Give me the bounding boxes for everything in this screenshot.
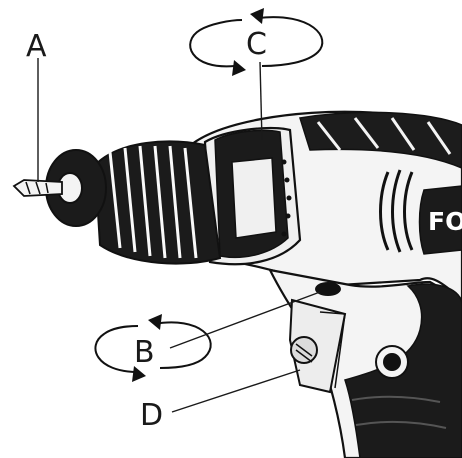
brand-badge: FO <box>418 185 462 255</box>
rotation-arrow-b <box>94 314 212 382</box>
label-a: A <box>26 29 47 64</box>
label-b: B <box>134 335 155 370</box>
keyless-chuck <box>45 140 222 265</box>
speed-knob <box>290 336 318 364</box>
rotation-arrow-c <box>189 8 324 76</box>
rear-lock-button <box>375 345 409 379</box>
torque-collar <box>203 127 302 266</box>
screwdriver-bit <box>12 179 63 197</box>
leader-d <box>171 369 301 413</box>
label-d: D <box>140 398 163 433</box>
direction-switch <box>315 282 341 296</box>
brand-text: FO <box>428 207 462 236</box>
leader-b <box>169 291 321 349</box>
leader-c <box>259 61 263 141</box>
label-c: C <box>246 27 267 62</box>
trigger-area <box>288 298 347 394</box>
